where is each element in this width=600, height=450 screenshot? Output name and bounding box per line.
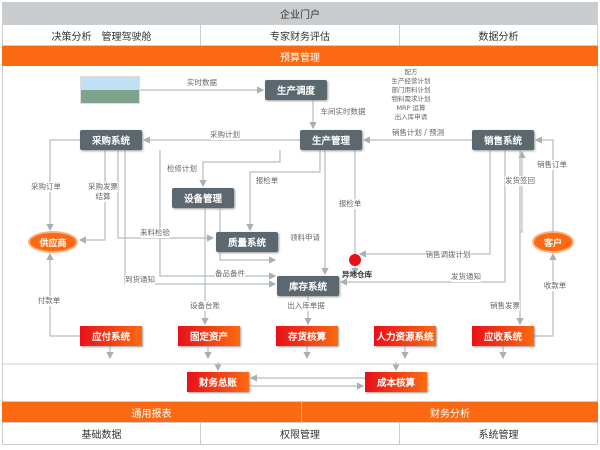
remote-warehouse-dot: [349, 254, 361, 266]
label-settle: 结算: [95, 192, 111, 202]
node-production[interactable]: 生产管理: [300, 130, 362, 150]
base-data[interactable]: 基础数据: [2, 422, 201, 445]
label-invoice: 采购发票: [88, 182, 118, 192]
plan-item: 部门用料计划: [391, 86, 431, 94]
portal-bar[interactable]: 企业门户: [2, 2, 598, 24]
label-workshop: 车间实时数据: [320, 107, 366, 117]
label-repair-plan: 检修计划: [167, 164, 197, 174]
label-inspect-1: 报检单: [255, 176, 279, 186]
label-inspect-2: 报检单: [338, 199, 362, 209]
node-customer[interactable]: 客户: [532, 231, 574, 253]
label-material-req: 领料申请: [290, 233, 320, 243]
label-sales-invoice: 销售发票: [490, 301, 520, 311]
label-transfer-plan: 销售调拨计划: [425, 250, 471, 260]
node-inventory-accounting[interactable]: 存货核算: [276, 326, 338, 346]
node-cost[interactable]: 成本核算: [365, 372, 427, 392]
label-asset-ledger: 设备台账: [190, 301, 220, 311]
plan-item: MRP 运算: [396, 104, 426, 112]
node-equipment[interactable]: 设备管理: [172, 188, 234, 208]
node-ledger[interactable]: 财务总账: [187, 372, 249, 392]
finance-analysis-bar[interactable]: 财务分析: [301, 402, 598, 422]
budget-bar[interactable]: 预算管理: [2, 46, 598, 66]
remote-warehouse-label: 异地仓库: [342, 270, 372, 279]
node-fixed-assets[interactable]: 固定资产: [178, 326, 240, 346]
data-analysis[interactable]: 数据分析: [399, 24, 598, 46]
system-mgmt[interactable]: 系统管理: [399, 422, 598, 445]
node-inventory[interactable]: 库存系统: [277, 276, 339, 296]
label-delivery-sign: 发货签回: [505, 176, 535, 186]
node-sales[interactable]: 销售系统: [472, 130, 534, 150]
label-purchase-order: 采购订单: [31, 182, 61, 192]
plan-stack: 配方 生产经营计划 部门用料计划 物料需求计划 MRP 运算 出入库申请: [385, 68, 437, 122]
expert-evaluation[interactable]: 专家财务评估: [200, 24, 400, 46]
label-incoming: 来料检验: [140, 228, 170, 238]
diagram-frame: [2, 66, 598, 402]
factory-image: [80, 76, 140, 104]
reports-bar[interactable]: 通用报表: [2, 402, 301, 422]
label-realtime: 实时数据: [187, 78, 217, 88]
node-payable[interactable]: 应付系统: [80, 326, 142, 346]
plan-item: 出入库申请: [394, 113, 428, 121]
node-receivable[interactable]: 应收系统: [472, 326, 534, 346]
label-sales-forecast: 销售计划 / 预测: [391, 128, 445, 138]
label-io-docs: 出入库单据: [287, 301, 325, 311]
node-dispatch[interactable]: 生产调度: [265, 80, 327, 100]
node-supplier[interactable]: 供应商: [28, 231, 78, 253]
plan-item: 配方: [404, 68, 418, 76]
plan-item: 物料需求计划: [391, 95, 431, 103]
label-sales-order: 销售订单: [537, 160, 567, 170]
label-arrival: 到货通知: [125, 275, 155, 285]
label-purchase-plan: 采购计划: [210, 130, 240, 140]
label-payment: 付款单: [37, 296, 61, 306]
plan-item: 生产经营计划: [391, 77, 431, 85]
node-hr[interactable]: 人力资源系统: [374, 326, 436, 346]
label-delivery-notice: 发货通知: [451, 272, 481, 282]
label-receipt: 收款单: [543, 281, 567, 291]
permission-mgmt[interactable]: 权限管理: [200, 422, 400, 445]
node-quality[interactable]: 质量系统: [216, 232, 278, 252]
node-purchase[interactable]: 采购系统: [80, 130, 142, 150]
label-spares: 备品备件: [215, 269, 245, 279]
